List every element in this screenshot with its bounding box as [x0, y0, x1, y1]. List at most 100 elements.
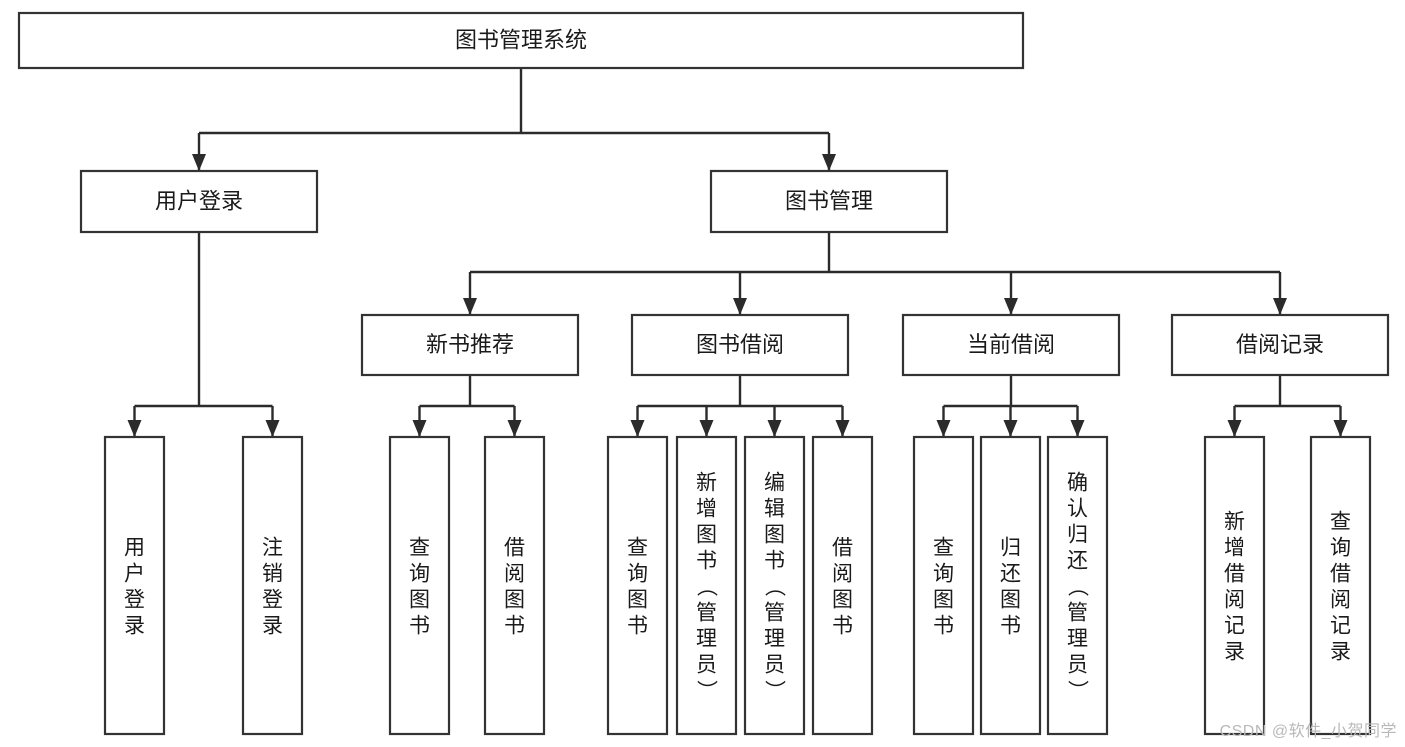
- node-book-borrow-label: 图书借阅: [696, 332, 784, 357]
- arrow-head-to-new-book-recommend: [463, 298, 477, 315]
- svg-text:图: 图: [1000, 588, 1021, 611]
- node-leaf-borrow-book-1-box[interactable]: [483, 435, 546, 736]
- node-leaf-confirm-return-admin-box[interactable]: [1046, 435, 1109, 736]
- node-book-management[interactable]: 图书管理: [709, 169, 949, 234]
- arrow-head-to-book-borrow: [733, 298, 747, 315]
- arrow-head-to-leaf-user-login: [127, 420, 142, 437]
- svg-text:录: 录: [124, 614, 145, 637]
- node-book-management-box[interactable]: [709, 169, 949, 234]
- node-leaf-edit-book-admin-box[interactable]: [743, 435, 806, 736]
- node-new-book-recommend-box[interactable]: [360, 313, 580, 377]
- node-leaf-logout-box[interactable]: [241, 435, 304, 736]
- svg-text:阅: 阅: [1330, 588, 1351, 611]
- svg-text:查: 查: [409, 536, 430, 559]
- svg-text:图: 图: [764, 523, 785, 546]
- svg-text:查: 查: [933, 536, 954, 559]
- node-leaf-add-borrow-record-box[interactable]: [1203, 435, 1266, 736]
- svg-text:记: 记: [1224, 614, 1245, 637]
- node-leaf-add-book-admin-box[interactable]: [675, 435, 738, 736]
- node-leaf-query-book-1-box[interactable]: [388, 435, 451, 736]
- node-user-login[interactable]: 用户登录: [79, 169, 319, 234]
- svg-text:书: 书: [933, 614, 954, 637]
- svg-text:确: 确: [1067, 471, 1088, 494]
- svg-text:还: 还: [1000, 562, 1021, 585]
- svg-text:询: 询: [933, 562, 954, 585]
- node-current-borrow-label: 当前借阅: [967, 332, 1055, 357]
- svg-text:理: 理: [764, 627, 785, 650]
- node-borrow-record-label: 借阅记录: [1236, 332, 1324, 357]
- svg-text:新: 新: [1224, 510, 1245, 533]
- svg-text:辑: 辑: [764, 497, 785, 520]
- svg-text:书: 书: [409, 614, 430, 637]
- svg-text:书: 书: [696, 549, 717, 572]
- svg-text:查: 查: [627, 536, 648, 559]
- node-leaf-query-book-3-box[interactable]: [912, 435, 975, 736]
- arrow-head-to-leaf-query-borrow-record: [1333, 420, 1348, 437]
- svg-text:询: 询: [409, 562, 430, 585]
- node-leaf-borrow-book-2-box[interactable]: [811, 435, 874, 736]
- node-leaf-query-borrow-record-box[interactable]: [1309, 435, 1372, 736]
- svg-text:销: 销: [262, 562, 283, 585]
- svg-text:）: ）: [763, 680, 786, 701]
- svg-text:管: 管: [1067, 601, 1088, 624]
- svg-text:图: 图: [933, 588, 954, 611]
- svg-text:认: 认: [1067, 497, 1088, 520]
- node-leaf-query-book-2-box[interactable]: [606, 435, 669, 736]
- svg-text:理: 理: [1067, 627, 1088, 650]
- connectors-layer: [127, 68, 1348, 437]
- node-current-borrow[interactable]: 当前借阅: [901, 313, 1121, 377]
- node-leaf-user-login[interactable]: 用户登录: [103, 435, 166, 736]
- svg-text:录: 录: [1330, 640, 1351, 663]
- node-book-management-label: 图书管理: [785, 188, 873, 213]
- svg-text:（: （: [763, 576, 786, 597]
- node-borrow-record-box[interactable]: [1170, 313, 1390, 377]
- arrow-head-to-leaf-edit-book-admin: [767, 420, 782, 437]
- arrow-head-to-leaf-borrow-book-2: [835, 420, 850, 437]
- svg-text:录: 录: [262, 614, 283, 637]
- node-leaf-user-login-box[interactable]: [103, 435, 166, 736]
- node-book-borrow[interactable]: 图书借阅: [630, 313, 850, 377]
- arrow-head-to-leaf-add-book-admin: [699, 420, 714, 437]
- node-root-book-management-system[interactable]: 图书管理系统: [17, 11, 1025, 70]
- svg-text:员: 员: [764, 653, 785, 676]
- svg-text:）: ）: [1066, 680, 1089, 701]
- arrow-head-to-leaf-query-book-2: [630, 420, 645, 437]
- svg-text:查: 查: [1330, 510, 1351, 533]
- arrow-head-to-user-login: [192, 154, 206, 171]
- node-user-login-box[interactable]: [79, 169, 319, 234]
- svg-text:员: 员: [696, 653, 717, 676]
- svg-text:图: 图: [504, 588, 525, 611]
- svg-text:阅: 阅: [832, 562, 853, 585]
- svg-text:书: 书: [504, 614, 525, 637]
- svg-text:用: 用: [124, 536, 145, 559]
- node-borrow-record[interactable]: 借阅记录: [1170, 313, 1390, 377]
- arrow-head-to-leaf-add-borrow-record: [1227, 420, 1242, 437]
- svg-text:登: 登: [262, 588, 283, 611]
- node-current-borrow-box[interactable]: [901, 313, 1121, 377]
- node-book-borrow-box[interactable]: [630, 313, 850, 377]
- svg-text:阅: 阅: [504, 562, 525, 585]
- node-new-book-recommend-label: 新书推荐: [426, 332, 514, 357]
- node-root-book-management-system-box[interactable]: [17, 11, 1025, 70]
- node-new-book-recommend[interactable]: 新书推荐: [360, 313, 580, 377]
- svg-text:增: 增: [1224, 536, 1245, 559]
- node-leaf-return-book-box[interactable]: [979, 435, 1042, 736]
